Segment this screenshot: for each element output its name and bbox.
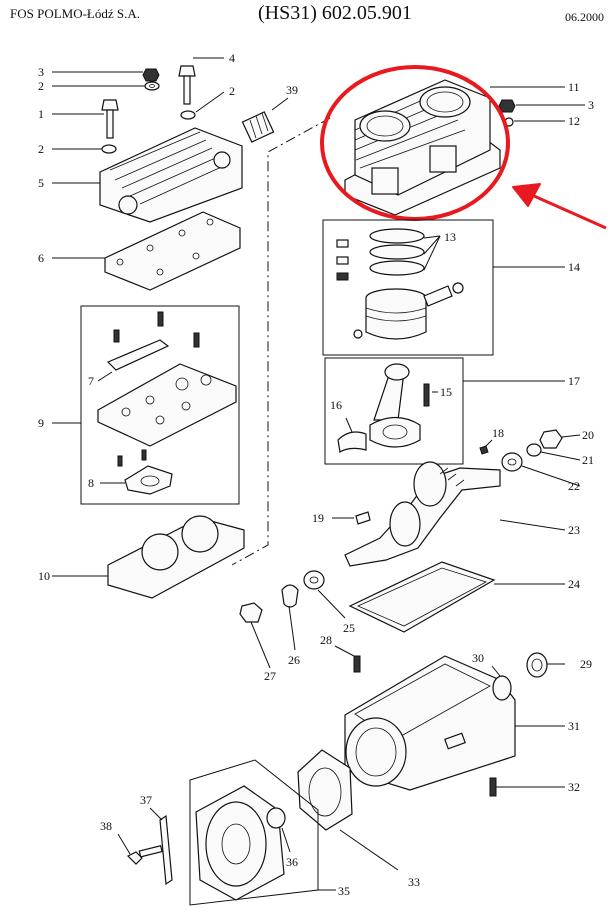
cylinder-block-11 (344, 79, 565, 216)
washer-25 (303, 570, 346, 619)
callout-6: 6 (38, 251, 44, 265)
callout-22: 22 (568, 479, 580, 493)
cover-box-35 (189, 759, 336, 906)
piston-box-14 (322, 219, 565, 356)
callout-27: 27 (264, 669, 276, 683)
washer-2-right (180, 91, 225, 120)
callout-14: 14 (568, 260, 580, 274)
callout-29: 29 (580, 657, 592, 671)
callout-labels: 3 2 4 2 1 2 5 39 6 7 9 8 10 11 3 12 13 1… (38, 51, 594, 898)
company-name: FOS POLMO-Łódź S.A. (10, 6, 141, 21)
bolt-1 (52, 99, 119, 139)
highlight-arrow (512, 183, 607, 230)
callout-32: 32 (568, 780, 580, 794)
callout-3: 3 (38, 65, 44, 79)
bearing-29 (526, 652, 565, 678)
document-date: 06.2000 (565, 10, 604, 24)
nut-3 (52, 68, 160, 82)
callout-37: 37 (140, 793, 152, 807)
nut-20 (539, 429, 581, 449)
callout-20: 20 (582, 428, 594, 442)
key-19 (332, 511, 371, 525)
seal-30 (491, 665, 512, 701)
washer-2-left (52, 144, 117, 154)
callout-33: 33 (408, 875, 420, 889)
plate-37 (149, 807, 173, 886)
callout-35: 35 (338, 884, 350, 898)
callout-25: 25 (343, 621, 355, 635)
callout-39: 39 (286, 83, 298, 97)
callout-1: 1 (38, 107, 44, 121)
gasket-10 (52, 515, 245, 599)
callout-18: 18 (492, 426, 504, 440)
washer-12 (504, 117, 565, 127)
gasket-24 (348, 561, 565, 633)
callout-11: 11 (568, 80, 580, 94)
model-number: (HS31) 602.05.901 (258, 2, 412, 24)
callout-28: 28 (320, 633, 332, 647)
stud-28 (334, 645, 361, 673)
callout-12: 12 (568, 114, 580, 128)
key-18 (479, 439, 493, 455)
bolt-38 (117, 833, 163, 865)
valve-plate-box-9 (52, 305, 240, 505)
callout-9: 9 (38, 416, 44, 430)
nut-3-right (498, 99, 585, 113)
callout-3: 3 (588, 98, 594, 112)
callout-26: 26 (288, 653, 300, 667)
callout-15: 15 (440, 385, 452, 399)
callout-38: 38 (100, 819, 112, 833)
connecting-rod-box-17 (324, 357, 565, 465)
callout-8: 8 (88, 476, 94, 490)
washer-2-top (52, 81, 160, 91)
callout-31: 31 (568, 719, 580, 733)
callout-23: 23 (568, 523, 580, 537)
callout-7: 7 (88, 374, 94, 388)
callout-17: 17 (568, 374, 580, 388)
ring-26 (281, 584, 299, 651)
assembly-axis-line (231, 117, 331, 566)
stud-32 (489, 777, 565, 797)
callout-30: 30 (472, 651, 484, 665)
callout-13: 13 (444, 230, 456, 244)
gasket-33 (297, 749, 399, 871)
callout-2: 2 (38, 79, 44, 93)
nut-27 (239, 602, 271, 669)
washer-21 (526, 443, 581, 461)
callout-21: 21 (582, 453, 594, 467)
callout-2: 2 (38, 142, 44, 156)
highlight-ellipse (320, 65, 510, 221)
callout-10: 10 (38, 569, 50, 583)
callout-4: 4 (229, 51, 235, 65)
callout-16: 16 (330, 398, 342, 412)
gasket-6 (52, 211, 241, 291)
bearing-36 (266, 807, 291, 853)
callout-5: 5 (38, 176, 44, 190)
crankcase-31 (344, 655, 565, 791)
callout-36: 36 (286, 855, 298, 869)
cylinder-head-5 (52, 127, 243, 223)
callout-19: 19 (312, 511, 324, 525)
callout-24: 24 (568, 577, 580, 591)
callout-2: 2 (229, 84, 235, 98)
bolt-4 (178, 57, 224, 105)
connector-39 (241, 97, 289, 143)
washer-22 (501, 452, 581, 487)
crankshaft-23 (344, 461, 566, 567)
